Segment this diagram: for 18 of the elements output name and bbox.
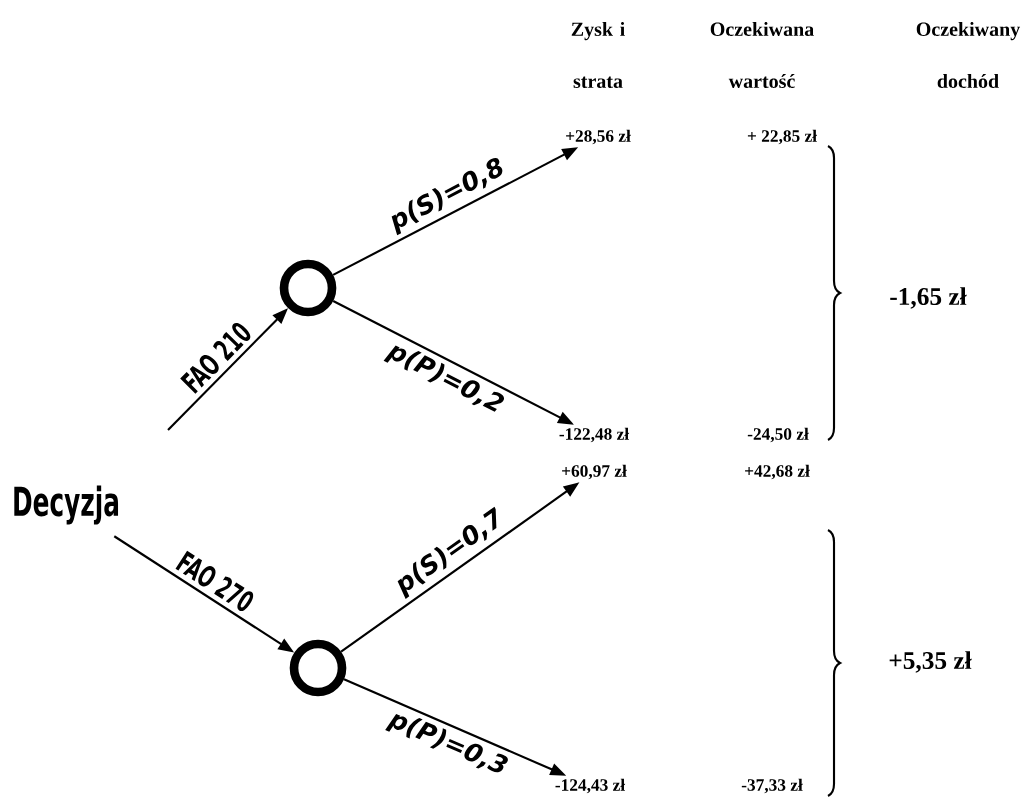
expected-income: -1,65 zł — [890, 287, 967, 309]
expected-value: +42,68 zł — [745, 464, 810, 480]
chance-node-circle — [279, 259, 337, 317]
chance-node-circle — [289, 639, 347, 697]
edge-label: FAO 270 — [175, 550, 254, 612]
column-header: Oczekiwany dochód — [916, 21, 1021, 88]
expected-income: +5,35 zł — [889, 651, 972, 673]
expected-value: + 22,85 zł — [747, 129, 817, 145]
decision-label: Decyzja — [14, 485, 119, 525]
edge-label: FAO 210 — [180, 322, 251, 394]
expected-value: -37,33 zł — [741, 778, 803, 794]
column-header: Zysk i strata — [571, 21, 625, 88]
outcome-value: +28,56 zł — [566, 129, 631, 145]
column-header: Oczekiwana wartość — [710, 21, 814, 88]
outcome-value: -124,43 zł — [555, 778, 626, 794]
outcome-value: +60,97 zł — [562, 464, 627, 480]
outcome-value: -122,48 zł — [559, 427, 630, 443]
expected-value: -24,50 zł — [747, 427, 809, 443]
